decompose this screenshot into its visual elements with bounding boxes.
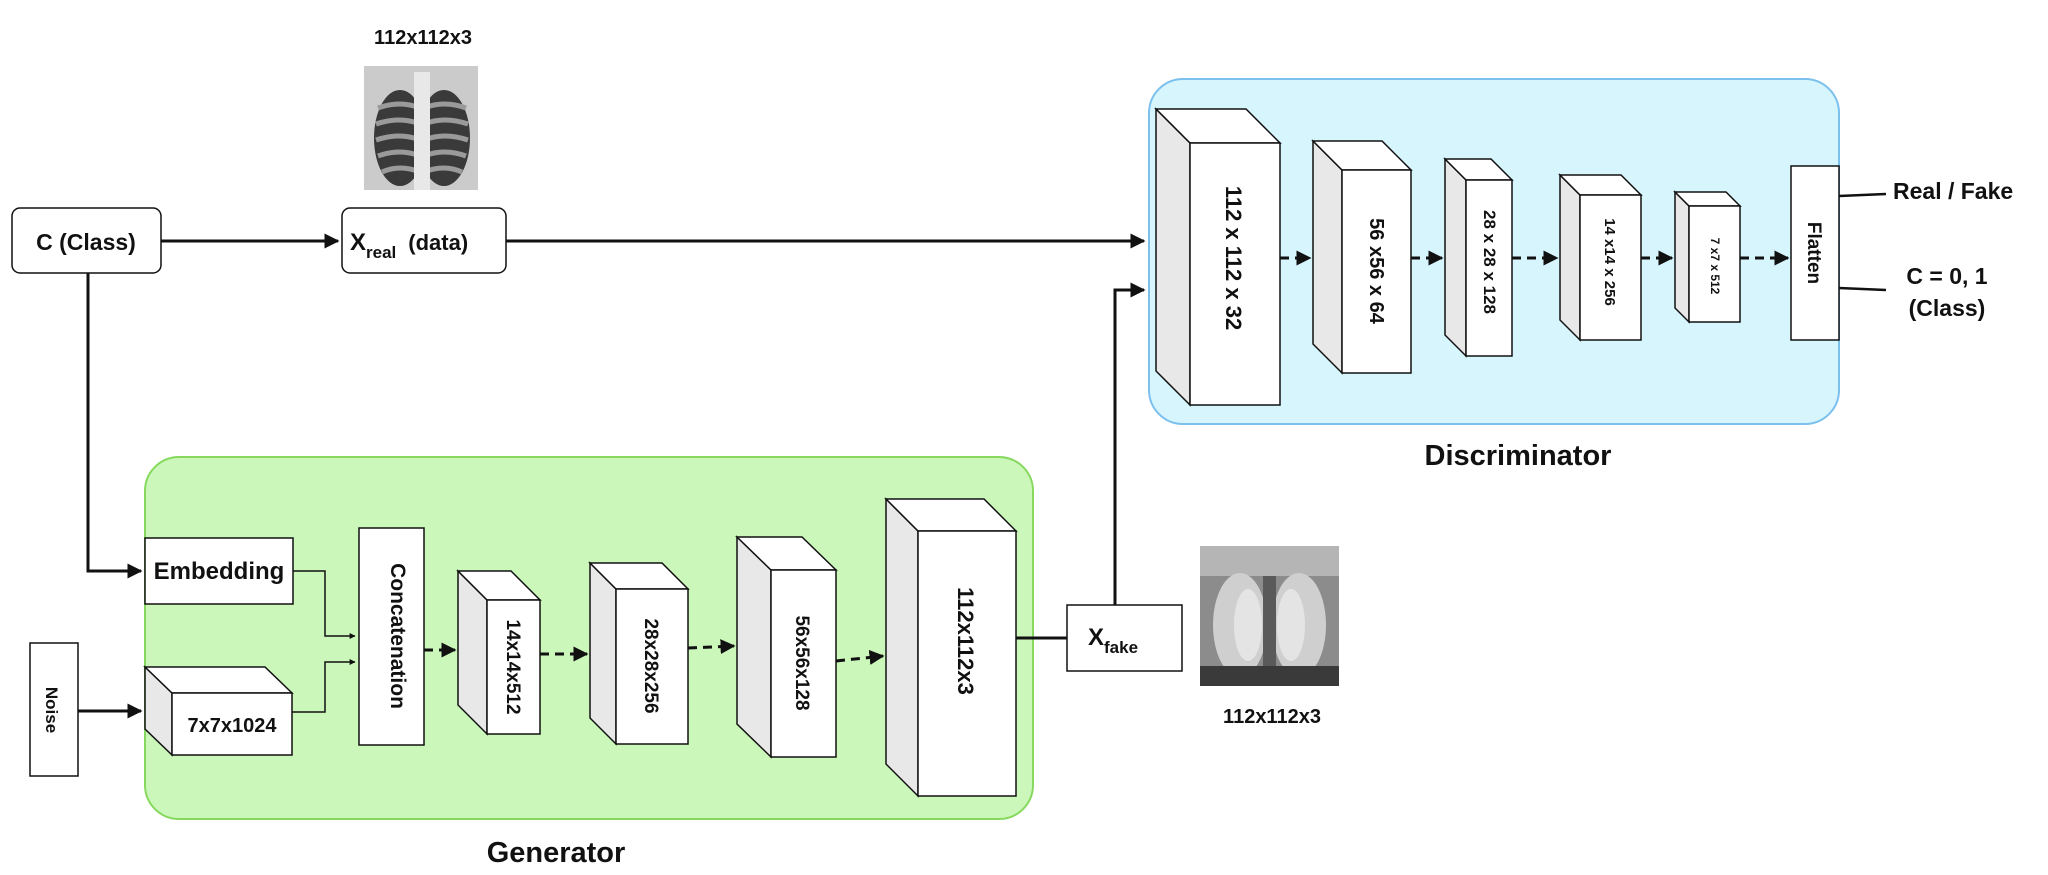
- arrow-embedding-to-concat: [293, 570, 356, 639]
- x-fake-main: X: [1088, 624, 1104, 651]
- discriminator-block-1: [1154, 107, 1282, 407]
- real-fake-output-label: Real / Fake: [1893, 178, 2013, 204]
- generator-block-1: [456, 569, 542, 736]
- discriminator-block-3: [1443, 157, 1514, 358]
- generator-block-3: [735, 535, 838, 759]
- discriminator-block-4: [1558, 173, 1643, 342]
- noise-label: Noise: [42, 687, 61, 733]
- noise-box: [29, 642, 79, 777]
- discriminator-block-4-label: 14 x14 x 256: [1601, 218, 1618, 306]
- connectors: [78, 192, 1887, 719]
- arrow-dense-to-concat: [292, 659, 356, 713]
- fake-xray-image: [1200, 546, 1339, 686]
- class-input-label: C (Class): [36, 229, 136, 255]
- embedding-label: Embedding: [154, 558, 285, 585]
- arrow-gen2-to-gen3: [687, 639, 736, 655]
- x-real-suffix: (data): [408, 230, 468, 255]
- discriminator-block-3-label: 28 x 28 x 128: [1480, 210, 1499, 314]
- generator-block-4-label: 112x112x3: [953, 587, 978, 695]
- real-image-size-label: 112x112x3: [374, 27, 472, 49]
- generator-block-3-label: 56x56x128: [791, 615, 812, 710]
- x-fake-box: [1066, 604, 1183, 672]
- class-output-line2: (Class): [1909, 295, 1986, 321]
- x-fake-label: Xfake: [1088, 624, 1138, 657]
- discriminator-block-2-label: 56 x56 x 64: [1365, 218, 1387, 325]
- flatten-label: Flatten: [1803, 222, 1824, 284]
- generator-block-2: [588, 561, 690, 746]
- x-real-main: X: [350, 229, 366, 256]
- x-real-label: Xreal (data): [350, 229, 468, 262]
- noise-dense-block: [143, 665, 294, 757]
- discriminator-title: Discriminator: [1425, 440, 1612, 472]
- line-flatten-to-class: [1838, 286, 1887, 292]
- discriminator-block-2: [1311, 139, 1413, 375]
- generator-block-2-label: 28x28x256: [640, 618, 661, 713]
- x-fake-subscript: fake: [1104, 638, 1138, 657]
- line-flatten-to-realfake: [1838, 192, 1887, 198]
- class-output-line1: C = 0, 1: [1906, 263, 1987, 289]
- arrow-xfake-to-discriminator: [1113, 282, 1146, 605]
- concatenation-box: [358, 527, 425, 746]
- real-xray-image: [364, 66, 478, 190]
- generator-block-1-label: 14x14x512: [502, 619, 523, 714]
- arrow-class-to-embedding: [86, 273, 143, 579]
- generator-block-4: [884, 497, 1018, 798]
- discriminator-block-5-label: 7 x7 x 512: [1708, 238, 1722, 295]
- noise-dense-label: 7x7x1024: [188, 715, 278, 737]
- embedding-box: [144, 537, 294, 605]
- fake-image-size-label: 112x112x3: [1223, 706, 1321, 728]
- concatenation-label: Concatenation: [386, 563, 409, 709]
- discriminator-block-5: [1673, 190, 1742, 324]
- arrow-gen3-to-gen4: [835, 649, 885, 665]
- discriminator-block-1-label: 112 x 112 x 32: [1221, 186, 1246, 330]
- generator-title: Generator: [487, 837, 626, 869]
- x-real-subscript: real: [366, 243, 396, 262]
- flatten-box: [1790, 165, 1840, 341]
